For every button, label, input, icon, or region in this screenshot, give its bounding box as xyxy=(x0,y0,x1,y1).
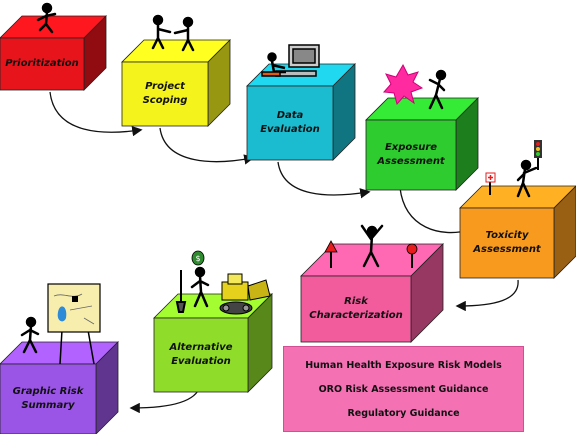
exposure-assessment-button[interactable] xyxy=(366,120,456,190)
alternative-evaluation-button[interactable] xyxy=(154,318,248,392)
box-prioritization xyxy=(0,15,107,91)
risk-characterization-button[interactable] xyxy=(301,276,411,342)
box-project-scoping xyxy=(121,39,231,127)
graphic-risk-summary-button[interactable] xyxy=(0,364,96,434)
traffic-light-icon xyxy=(534,140,542,170)
oro-risk-assessment-guidance-link[interactable]: ORO Risk Assessment Guidance xyxy=(318,383,489,395)
stick-figure-icon xyxy=(360,224,384,268)
box-front-face xyxy=(0,363,97,434)
box-front-face xyxy=(246,85,334,161)
toxicity-assessment-button[interactable] xyxy=(460,208,554,278)
stick-figure-icon xyxy=(428,69,447,110)
arrow-1 xyxy=(49,91,143,137)
computer-icon xyxy=(261,44,320,77)
box-front-face xyxy=(459,207,555,279)
warning-sign-icon xyxy=(324,240,338,268)
stick-figure-icon xyxy=(190,266,210,308)
data-evaluation-button[interactable] xyxy=(247,86,333,160)
arrow-2 xyxy=(159,127,255,165)
shovel-icon xyxy=(175,270,187,313)
box-front-face xyxy=(121,61,209,127)
box-exposure-assessment xyxy=(365,97,479,191)
stick-figure-icon xyxy=(20,316,40,354)
arrow-3 xyxy=(277,161,371,199)
project-scoping-button[interactable] xyxy=(122,62,208,126)
bulldozer-icon xyxy=(219,273,271,315)
handshake-figures-icon xyxy=(151,14,195,52)
guidance-links-panel: Human Health Exposure Risk Models ORO Ri… xyxy=(283,346,524,432)
box-graphic-risk-summary xyxy=(0,341,119,434)
regulatory-guidance-link[interactable]: Regulatory Guidance xyxy=(347,407,460,419)
money-bag-icon: $ xyxy=(191,250,205,266)
map-icon xyxy=(47,283,101,365)
explosion-icon xyxy=(382,63,424,106)
box-front-face xyxy=(365,119,457,191)
human-health-exposure-risk-models-link[interactable]: Human Health Exposure Risk Models xyxy=(305,359,502,371)
stop-sign-icon xyxy=(406,243,418,268)
first-aid-sign-icon xyxy=(485,172,496,195)
box-data-evaluation xyxy=(246,63,356,161)
stick-figure-icon xyxy=(36,2,57,34)
stick-figure-icon xyxy=(516,159,538,198)
box-front-face xyxy=(0,37,85,91)
svg-text:$: $ xyxy=(195,254,200,263)
box-front-face xyxy=(153,317,249,393)
prioritization-button[interactable] xyxy=(0,38,84,90)
arrow-5 xyxy=(455,279,519,312)
box-front-face xyxy=(300,275,412,343)
step-boxes xyxy=(0,15,576,434)
